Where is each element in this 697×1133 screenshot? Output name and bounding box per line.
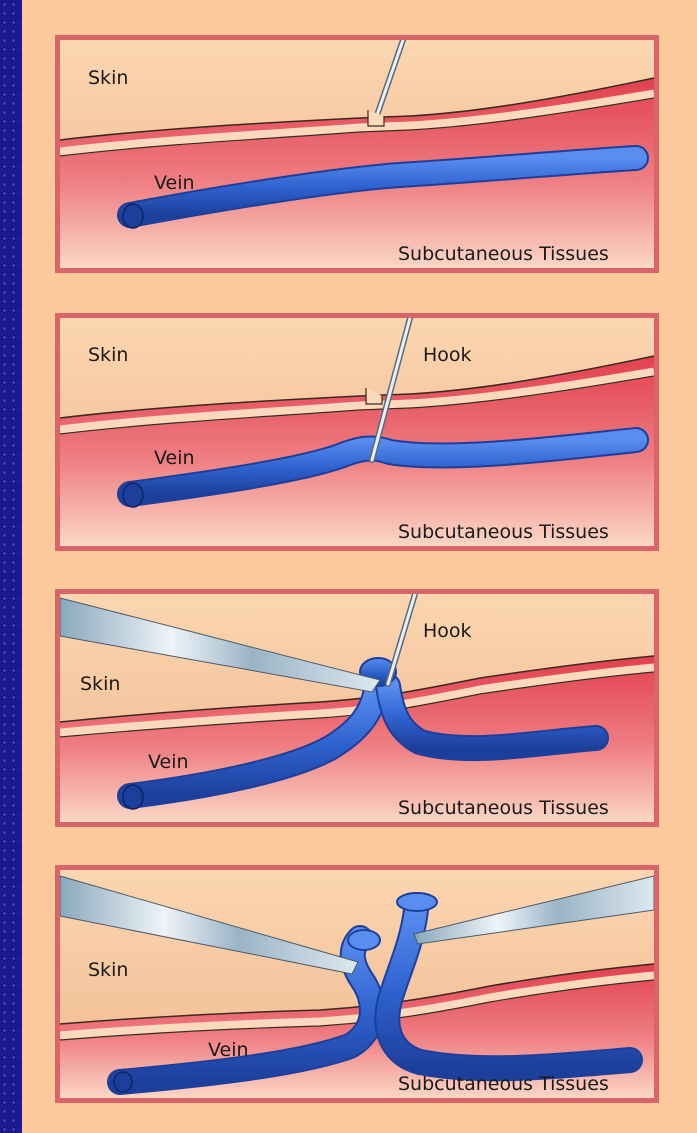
panel-2-tissue-label: Subcutaneous Tissues <box>398 521 609 543</box>
panel-3-tissue-label: Subcutaneous Tissues <box>398 797 609 819</box>
panel-1-skin-label: Skin <box>88 67 128 89</box>
panel-2-vein-end <box>123 483 143 507</box>
panel-2-vein-label: Vein <box>154 447 195 469</box>
panel-4-vein-left-end <box>348 930 380 950</box>
panel-4-skin-label: Skin <box>88 959 128 981</box>
panel-4-tissue-label: Subcutaneous Tissues <box>398 1073 609 1095</box>
panel-4-vein-label: Vein <box>208 1039 249 1061</box>
panel-2-skin-label: Skin <box>88 344 128 366</box>
panel-3-hook-label: Hook <box>423 620 472 642</box>
panel-4: Skin Vein Subcutaneous Tissues <box>55 865 659 1103</box>
panel-2-hook-label: Hook <box>423 344 472 366</box>
panel-3-skin-label: Skin <box>80 673 120 695</box>
panel-3-vein-label: Vein <box>148 751 189 773</box>
panel-4-vein-end <box>114 1072 132 1092</box>
panel-3-vein-end <box>123 785 143 809</box>
panel-1-tissue-label: Subcutaneous Tissues <box>398 243 609 265</box>
panel-1-vein-label: Vein <box>154 172 195 194</box>
panel-3: Hook Skin Vein Subcutaneous Tissues <box>55 589 659 827</box>
panel-1: Skin Vein Subcutaneous Tissues <box>55 35 659 273</box>
panel-1-vein-end <box>123 204 143 228</box>
panel-2: Skin Hook Vein Subcutaneous Tissues <box>55 313 659 551</box>
panel-4-vein-right-end <box>397 893 437 911</box>
